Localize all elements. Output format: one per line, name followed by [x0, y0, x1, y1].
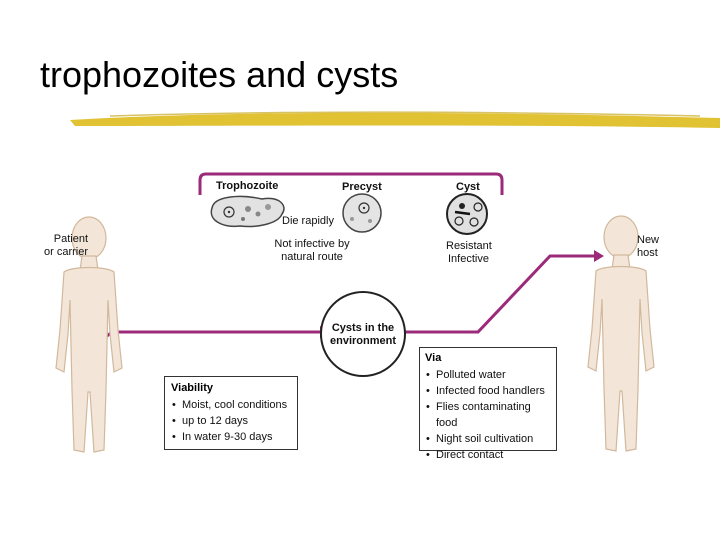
viability-item: In water 9-30 days: [171, 429, 291, 445]
precyst-cell: [342, 193, 382, 233]
viability-item: Moist, cool conditions: [171, 397, 291, 413]
environment-label-1: Cysts in the: [331, 322, 395, 334]
trophozoite-label: Trophozoite: [216, 180, 279, 192]
precyst-note-2: natural route: [281, 251, 343, 263]
viability-heading: Viability: [171, 382, 213, 394]
via-item: Polluted water: [425, 367, 551, 383]
host-figure: [587, 215, 655, 452]
transmission-path: [101, 330, 320, 342]
precyst-label: Precyst: [342, 181, 382, 193]
transmission-path-2: [403, 254, 596, 334]
via-item: Night soil cultivation: [425, 431, 551, 447]
cyst-label: Cyst: [456, 181, 480, 193]
environment-label-2: environment: [329, 335, 396, 347]
via-item: Flies contaminating food: [425, 399, 551, 431]
cyst-note-2: Infective: [448, 253, 489, 265]
cyst-cell: [446, 193, 488, 235]
host-label-2: host: [637, 247, 658, 259]
stage-bracket: [198, 172, 504, 195]
patient-label-2: or carrier: [43, 246, 88, 258]
host-label-1: New: [637, 234, 660, 246]
trophozoite-cell: [210, 195, 285, 228]
via-item: Direct contact: [425, 447, 551, 463]
viability-box: Viability Moist, cool conditions up to 1…: [164, 376, 298, 450]
slide-title: trophozoites and cysts: [40, 54, 399, 95]
patient-figure: [55, 216, 123, 453]
environment-circle: [320, 291, 406, 377]
patient-label-1: Patient: [53, 233, 88, 245]
via-item: Infected food handlers: [425, 383, 551, 399]
via-heading: Via: [425, 352, 442, 364]
cyst-note-1: Resistant: [446, 240, 492, 252]
precyst-note-1: Not infective by: [274, 238, 350, 250]
arrow-to-host: [594, 250, 604, 262]
viability-item: up to 12 days: [171, 413, 291, 429]
via-box: Via Polluted water Infected food handler…: [419, 347, 557, 463]
trophozoite-note: Die rapidly: [282, 215, 334, 227]
